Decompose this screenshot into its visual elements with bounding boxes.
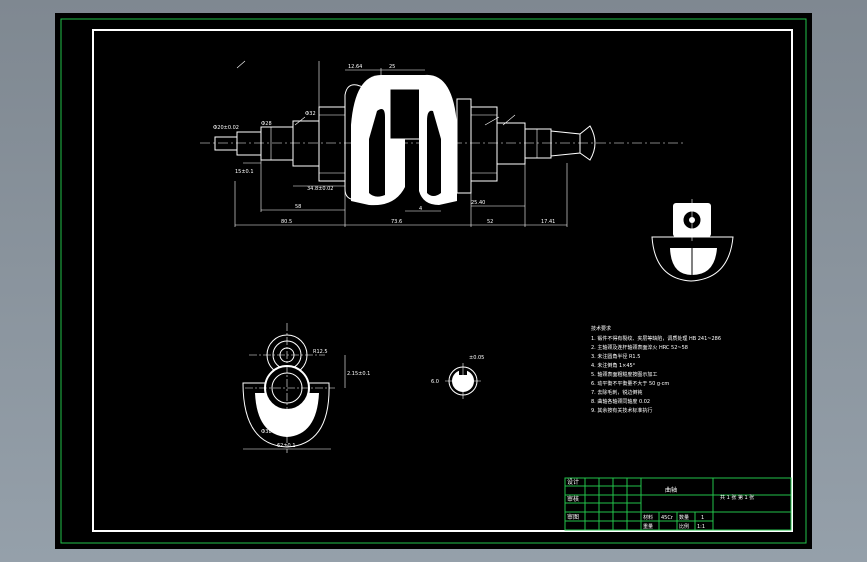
notes-title: 技术要求 bbox=[591, 325, 611, 332]
keyway-section: 6.0 ±0.05 bbox=[431, 355, 484, 399]
section-view-right bbox=[651, 199, 734, 282]
dim-sec-b: ±0.05 bbox=[469, 355, 484, 361]
note-line: 6. 动平衡不平衡量不大于 50 g·cm bbox=[591, 380, 669, 387]
weight-label: 重量 bbox=[643, 523, 653, 530]
dim-dia2: Ф32 bbox=[305, 111, 316, 117]
side-view-bottom-left: R12.5 2.15±0.1 Ф38 62±0.1 bbox=[242, 323, 370, 453]
note-line: 8. 曲轴各轴颈同轴度 0.02 bbox=[591, 398, 650, 405]
note-line: 2. 主轴颈及连杆轴颈表面淬火 HRC 52~58 bbox=[591, 344, 688, 351]
quantity-label: 数量 bbox=[679, 514, 689, 521]
dim-dia1: Ф28 bbox=[261, 121, 272, 127]
dim-right-dia: 25.40 bbox=[471, 200, 485, 206]
section-fill bbox=[670, 248, 717, 275]
part-name: 曲轴 bbox=[665, 486, 677, 494]
dim-len-b: 4 bbox=[419, 206, 422, 212]
drawing-sheet: 12.64 25 Ф20±0.02 Ф28 Ф32 14.60 34.8±0.0… bbox=[55, 13, 812, 549]
crank-pin-top bbox=[385, 75, 425, 89]
section-outer bbox=[651, 236, 734, 282]
note-line: 1. 锻件不得有裂纹、夹层等缺陷，调质处理 HB 241~286 bbox=[591, 335, 721, 342]
dim-pin-dia: Ф38 bbox=[261, 429, 272, 435]
note-line: 4. 未注倒角 1×45° bbox=[591, 362, 636, 369]
dim-left-tol: Ф20±0.02 bbox=[213, 125, 239, 131]
right-shaft-step-1 bbox=[496, 122, 526, 165]
web-cutout-right bbox=[427, 110, 441, 196]
dim-r2: 2.15±0.1 bbox=[347, 371, 370, 377]
dim-r1: R12.5 bbox=[313, 349, 328, 355]
dim-len-a: 58 bbox=[295, 204, 301, 210]
dim-total1: 80.5 bbox=[281, 219, 292, 225]
left-main-journal bbox=[318, 106, 346, 182]
note-line: 3. 未注圆角半径 R1.5 bbox=[591, 353, 640, 360]
dim-web-w: 62±0.1 bbox=[277, 443, 296, 449]
dimension-lines bbox=[234, 60, 568, 227]
dim-total4: 17.41 bbox=[541, 219, 555, 225]
taper bbox=[550, 130, 581, 157]
title-block: 设计 审核 审图 曲轴 共 1 张 第 1 张 材料 45Cr 数量 1 重量 … bbox=[564, 477, 792, 531]
dim-total3: 52 bbox=[487, 219, 493, 225]
shaft-end-break bbox=[579, 125, 596, 161]
designer-label: 设计 bbox=[567, 478, 579, 486]
cad-drawing: 12.64 25 Ф20±0.02 Ф28 Ф32 14.60 34.8±0.0… bbox=[60, 18, 807, 544]
inner-white-border bbox=[92, 29, 793, 532]
dim-sec-a: 6.0 bbox=[431, 379, 439, 385]
checker-label: 审核 bbox=[567, 495, 579, 503]
quantity-value: 1 bbox=[701, 515, 704, 521]
sheet-info: 共 1 张 第 1 张 bbox=[720, 494, 754, 501]
dim-top1: 12.64 bbox=[348, 64, 362, 70]
approver-label: 审图 bbox=[567, 513, 579, 521]
note-line: 5. 轴颈表面粗糙度按图示加工 bbox=[591, 371, 657, 378]
dim-top2: 25 bbox=[389, 64, 395, 70]
note-line: 7. 去除毛刺，锐边倒钝 bbox=[591, 389, 642, 396]
crank-pin bbox=[389, 88, 421, 140]
dim-mid: 14.60 bbox=[385, 147, 399, 153]
dim-keyway: 15±0.1 bbox=[235, 169, 254, 175]
right-shaft-step-2 bbox=[524, 128, 552, 159]
material-value: 45Cr bbox=[661, 515, 674, 521]
left-shaft-step-2 bbox=[260, 126, 294, 161]
crankshaft-main-view: 12.64 25 Ф20±0.02 Ф28 Ф32 14.60 34.8±0.0… bbox=[200, 60, 685, 227]
dim-bottom-dia: 34.8±0.02 bbox=[307, 186, 333, 192]
scale-label: 比例 bbox=[679, 523, 689, 530]
left-shaft-end bbox=[214, 136, 238, 151]
scale-value: 1:1 bbox=[697, 524, 705, 530]
dim-total2: 73.6 bbox=[391, 219, 402, 225]
note-line: 9. 其余按有关技术标准执行 bbox=[591, 407, 652, 414]
technical-notes: 技术要求 1. 锻件不得有裂纹、夹层等缺陷，调质处理 HB 241~286 2.… bbox=[591, 325, 721, 414]
material-label: 材料 bbox=[643, 514, 653, 521]
left-shaft-step-3 bbox=[292, 120, 320, 167]
web-cutout bbox=[369, 109, 385, 197]
right-main-journal bbox=[470, 106, 498, 182]
outer-green-border bbox=[60, 18, 807, 544]
left-shaft-step-1 bbox=[236, 131, 262, 156]
crank-web-right bbox=[456, 98, 472, 194]
